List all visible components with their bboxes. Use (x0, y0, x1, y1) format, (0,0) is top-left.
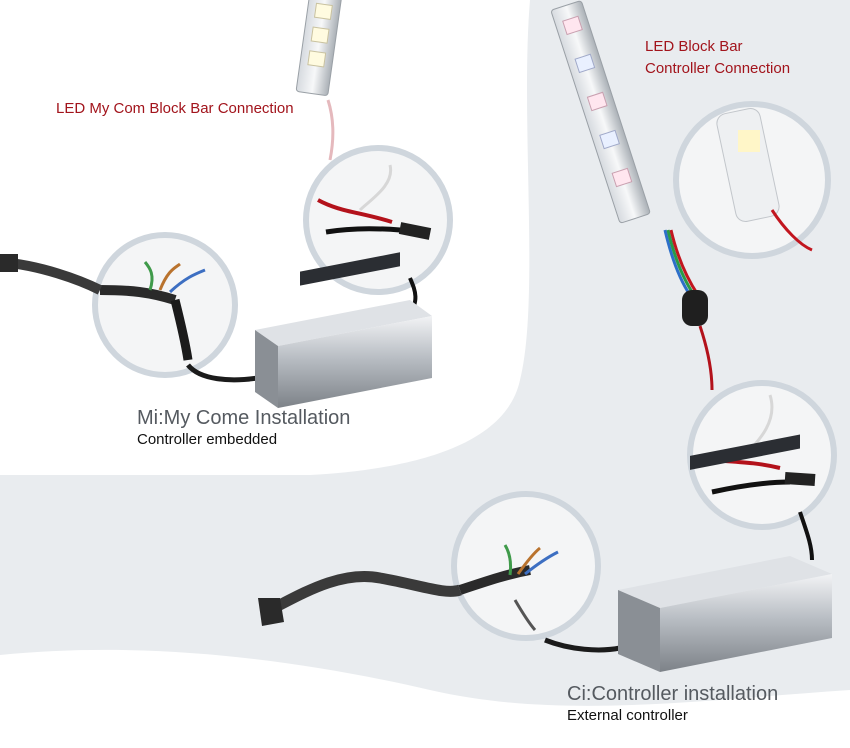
mi-magnifier-bar-connection (303, 145, 453, 295)
mi-subtitle: Controller embedded (137, 431, 278, 448)
bottom-panel (0, 649, 850, 748)
mi-magnifier-power-wires (92, 232, 238, 378)
ci-connection-label-line1: LED Block Bar (645, 38, 743, 55)
mi-connection-label: LED My Com Block Bar Connection (56, 100, 294, 117)
ci-magnifier-bar-connection (673, 101, 831, 259)
mi-led-bar (295, 0, 343, 96)
ci-driver-box (618, 434, 832, 672)
mi-title: Mi:My Come Installation (137, 407, 351, 429)
ci-power-cable (267, 571, 462, 615)
ci-title: Ci:Controller installation (567, 683, 779, 705)
mi-driver-box (255, 252, 432, 408)
ci-connection-label-line2: Controller Connection (645, 60, 791, 77)
ci-led-bar (551, 0, 651, 224)
ci-subtitle: External controller (567, 707, 688, 724)
ci-magnifier-power-wires (451, 491, 601, 641)
ci-inline-controller (682, 290, 708, 326)
